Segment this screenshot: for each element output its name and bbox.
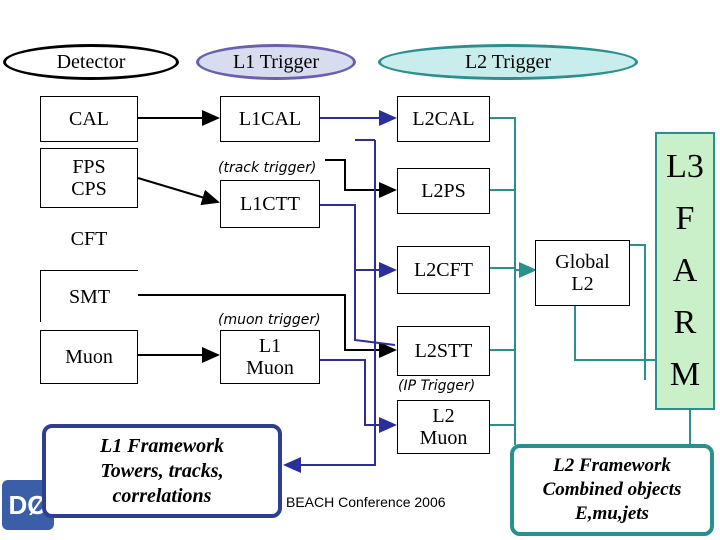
detector-cal-label: CAL [69, 108, 109, 130]
line-l1muon-l2muon [320, 359, 397, 433]
l2cft-box: L2CFT [397, 246, 490, 294]
l1cal-box: L1CAL [220, 96, 320, 142]
l2-trigger-header-label: L2 Trigger [464, 50, 552, 73]
detector-smt: SMT [40, 270, 138, 322]
line-smt-l2stt [138, 294, 397, 358]
l1muon-box: L1 Muon [220, 330, 320, 384]
l3-letter: R [673, 304, 697, 341]
line-l1ctt-l2stt [354, 270, 396, 346]
l2stt-box: L2STT [397, 326, 490, 376]
detector-fps-label: FPS [72, 156, 106, 178]
detector-smt-label: SMT [68, 285, 111, 308]
line-fps-l2ps [325, 159, 397, 198]
detector-fps-cps: FPS CPS [40, 148, 138, 208]
line-l1-framework [283, 140, 376, 473]
l2-trigger-header: L2 Trigger [378, 44, 638, 80]
l2-framework-title: L2 Framework [553, 455, 671, 477]
detector-muon-label: Muon [65, 346, 113, 368]
l2muon-label-1: L2 [432, 405, 455, 427]
d0-logo-mark: DØ [8, 489, 48, 520]
l1-framework-line3: correlations [112, 484, 212, 507]
detector-cft-label: CFT [70, 228, 108, 250]
l1-framework-box: L1 Framework Towers, tracks, correlation… [42, 424, 282, 518]
line-global-l3 [574, 305, 655, 361]
l3-letter: M [669, 356, 701, 393]
l2stt-label: L2STT [414, 340, 473, 362]
l1muon-label-2: Muon [246, 357, 294, 379]
line-l1ctt-l2cft [320, 204, 397, 278]
l2cal-label: L2CAL [412, 108, 475, 130]
l1cal-label: L1CAL [238, 108, 302, 130]
line-l2-bus [490, 117, 516, 445]
detector-muon: Muon [40, 330, 138, 384]
l2muon-label-2: Muon [419, 427, 468, 449]
l2cal-box: L2CAL [397, 96, 490, 142]
l1-trigger-header: L1 Trigger [196, 44, 356, 80]
l2cft-label: L2CFT [414, 259, 473, 281]
detector-cal: CAL [40, 96, 138, 142]
detector-cft: CFT [40, 214, 138, 264]
l2-framework-line3: E,mu,jets [575, 502, 649, 524]
l1-framework-title: L1 Framework [100, 434, 224, 457]
track-trigger-note: (track trigger) [218, 160, 317, 176]
l1-trigger-header-label: L1 Trigger [232, 50, 320, 73]
global-l2-box: Global L2 [535, 240, 630, 306]
l1-framework-line2: Towers, tracks, [100, 459, 224, 482]
l2-framework-box: L2 Framework Combined objects E,mu,jets [510, 444, 714, 536]
l3-letter: F [675, 200, 695, 237]
l3-farm-box: L3 F A R M [655, 132, 715, 410]
detector-cps-label: CPS [71, 178, 107, 200]
l3-letter: L3 [666, 148, 704, 185]
global-l2-label-1: Global [555, 251, 610, 273]
ip-trigger-note: (IP Trigger) [398, 378, 476, 394]
footer-text: BEACH Conference 2006 [286, 494, 446, 510]
l2ps-label: L2PS [421, 180, 466, 202]
d0-logo: DØ [2, 480, 54, 530]
l2-framework-line2: Combined objects [542, 479, 682, 501]
l2ps-box: L2PS [397, 168, 490, 214]
detector-header-label: Detector [56, 50, 126, 73]
l2muon-box: L2 Muon [397, 400, 490, 454]
l1ctt-box: L1CTT [220, 180, 320, 228]
l1ctt-label: L1CTT [240, 193, 300, 215]
line-fps-l1ctt [137, 177, 220, 206]
l3-letter: A [672, 252, 698, 289]
global-l2-label-2: L2 [571, 273, 594, 295]
l1muon-label-1: L1 [258, 335, 282, 357]
detector-header: Detector [3, 44, 179, 80]
muon-trigger-note: (muon trigger) [218, 312, 321, 328]
